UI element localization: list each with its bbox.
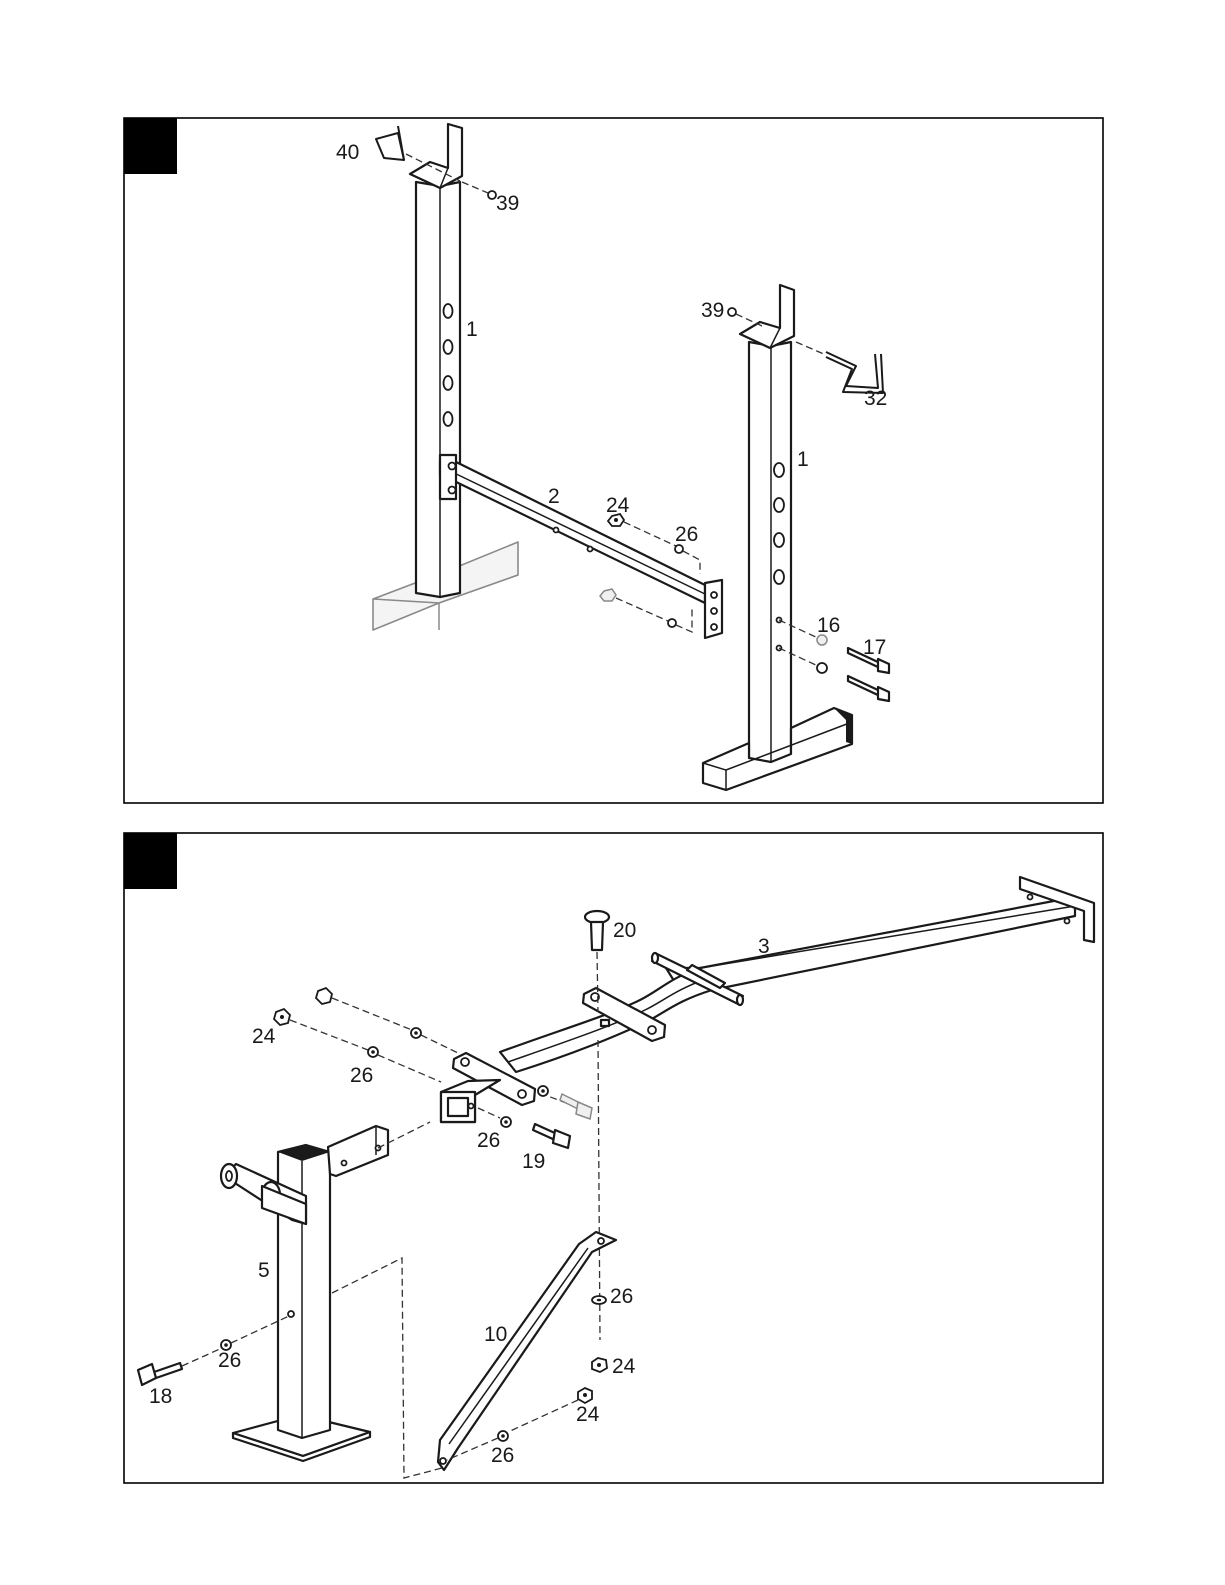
nut-24-brace-bottom [578,1388,592,1403]
washer-upper [411,1028,421,1038]
washer-26-left [368,1047,378,1057]
callout-17: 17 [863,636,886,659]
callout-24-left: 24 [252,1025,276,1048]
washer-26-top [675,545,683,553]
callout-26-brace-bottom: 26 [491,1444,514,1467]
callout-24: 24 [606,494,630,517]
callout-5: 5 [258,1259,270,1282]
nut-39-left [488,191,496,199]
callout-26-left: 26 [350,1064,373,1087]
callout-32: 32 [864,387,887,410]
step-1-panel: 40 39 1 39 32 1 2 24 26 16 17 [124,118,1103,803]
nut-24-brace-top [592,1358,607,1372]
step-1-frame [124,118,1103,803]
bolt-19 [533,1124,570,1148]
callout-3: 3 [758,935,770,958]
washer-26-brace-top [592,1296,606,1304]
callout-39-left: 39 [496,192,519,215]
front-tube-end [441,1080,500,1122]
washer-bottom [668,619,676,627]
nut-24-left [274,1009,290,1025]
step-2-badge [124,833,177,889]
washer-26-brace-bottom [498,1431,508,1441]
callout-26-leg: 26 [218,1349,241,1372]
callout-20: 20 [613,919,636,942]
step-2-panel: 20 3 24 26 26 19 5 26 18 10 26 24 24 26 [124,833,1103,1483]
brace [438,1232,616,1470]
callout-26: 26 [675,523,698,546]
callout-18: 18 [149,1385,172,1408]
callout-24-brace-bottom: 24 [576,1403,600,1426]
bolt-17-lower [848,676,889,701]
callout-16: 16 [817,614,840,637]
callout-10: 10 [484,1323,507,1346]
callout-26-mid: 26 [477,1129,500,1152]
washer-26-mid [501,1117,511,1127]
callout-19: 19 [522,1150,545,1173]
washer-16-lower [817,663,827,673]
callout-40: 40 [336,141,359,164]
callout-39-right: 39 [701,299,724,322]
main-frame-tube [500,877,1094,1072]
callout-24-brace-top: 24 [612,1355,636,1378]
callout-1-right: 1 [797,448,809,471]
callout-2: 2 [548,485,560,508]
nut-bottom-faded [600,589,616,601]
pin-40 [376,126,404,160]
step-1-badge [124,118,177,174]
nut-upper-left [316,988,332,1004]
bolt-20 [585,911,609,950]
washer-26-right-upper [538,1086,548,1096]
nut-39-right [728,308,736,316]
bolt-18 [138,1363,182,1385]
callout-1-left: 1 [466,318,478,341]
right-upright [740,285,794,764]
leg-post [221,1126,388,1461]
callout-26-brace-top: 26 [610,1285,633,1308]
left-upright [410,124,462,597]
bolt-faded-upper [560,1094,592,1119]
